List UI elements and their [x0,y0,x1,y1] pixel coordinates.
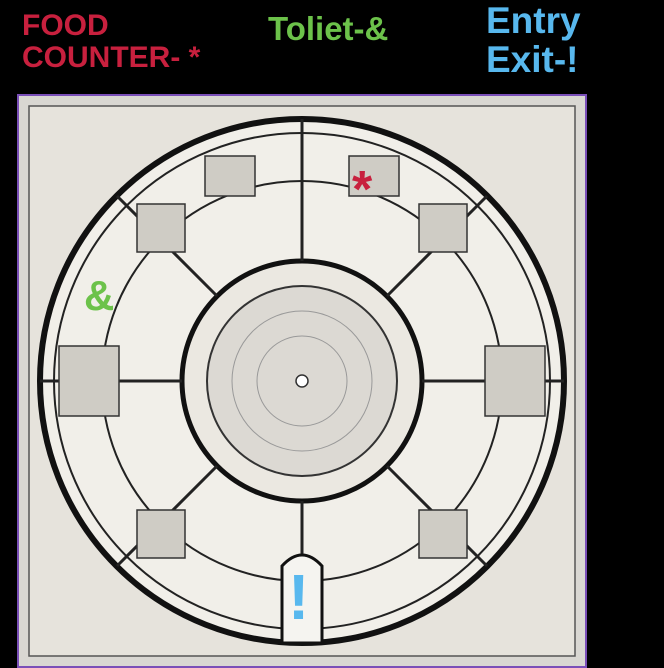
entry-exit-legend-line1: Entry [486,0,581,41]
floor-plan-drawing [28,105,576,657]
food-counter-marker: * [352,161,373,219]
entry-exit-legend-line2: Exit-! [486,38,579,80]
food-counter-legend-line2: COUNTER- * [22,40,201,74]
food-counter-legend: FOOD COUNTER- * [22,10,200,73]
food-counter-legend-line1: FOOD [22,9,109,42]
toilet-marker: & [84,272,115,319]
toilet-legend: Toliet-& [268,10,389,47]
entry-exit-marker: ! [288,561,310,633]
entry-exit-legend: Entry Exit-! [486,0,581,80]
floor-plan [17,94,587,668]
